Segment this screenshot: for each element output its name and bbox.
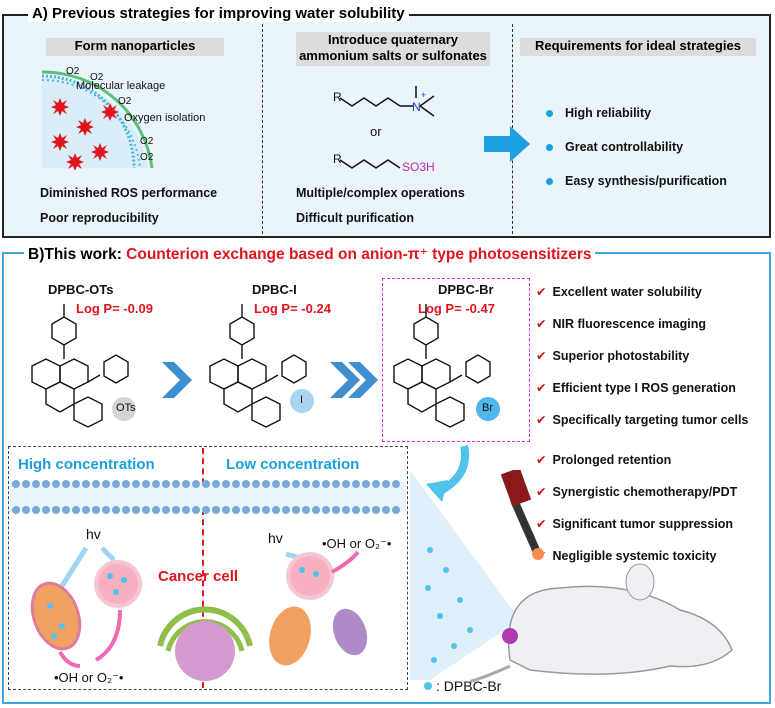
list-item: ✔ Superior photostability [536,348,748,364]
nanoparticle-point1: Diminished ROS performance [40,186,218,200]
list-item: ✔ Significant tumor suppression [536,516,748,532]
anion-label: I [300,394,304,406]
feature-text: Superior photostability [552,349,690,363]
o2-label: O2 [140,136,154,147]
molecule-name: DPBC-I [252,282,297,297]
high-concentration-text: High concentration [18,456,155,473]
divider [262,24,263,234]
molecule-logp: Log P= -0.09 [76,301,153,316]
red-divider [202,448,204,688]
r-group-1: R [333,90,342,104]
list-item: ✔ Specifically targeting tumor cells [536,412,748,428]
bullet-icon [546,143,553,151]
check-icon: ✔ [536,317,547,331]
molecular-leakage-label: Molecular leakage [76,80,166,92]
ros-label: •OH or O₂⁻• [54,670,124,685]
check-icon: ✔ [536,381,547,395]
list-item: ✔ Efficient type I ROS generation [536,380,748,396]
ros-label: •OH or O₂⁻• [322,536,392,551]
panel-b-title: B)This work: Counterion exchange based o… [24,245,596,264]
feature-text: Synergistic chemotherapy/PDT [552,485,738,499]
nanoparticle-illustration [41,70,154,170]
salt-structures: N + [339,86,435,169]
requirements-header: Requirements for ideal strategies [520,38,756,56]
highlight-box [382,278,530,442]
svg-text:N: N [412,100,421,114]
low-concentration-text: Low concentration [226,456,360,473]
feature-text: Excellent water solubility [552,285,702,299]
hv-label: hv [86,526,101,542]
legend: : DPBC-Br [424,678,501,694]
check-icon: ✔ [536,517,547,531]
feature-checklist: ✔ Excellent water solubility ✔ NIR fluores… [536,284,748,564]
list-item: High reliability [546,104,727,122]
molecule-logp: Log P= -0.24 [254,301,331,316]
o2-label: O2 [66,66,80,77]
salt-point2: Difficult purification [296,211,415,225]
list-item: ✔ Excellent water solubility [536,284,748,300]
hv-label: hv [268,530,283,546]
requirement-item: Easy synthesis/purification [565,174,727,188]
oxygen-isolation-label: Oxygen isolation [124,112,206,124]
molecule-name: DPBC-Br [438,282,494,297]
requirement-item: Great controllability [565,140,684,154]
list-item: ✔ Synergistic chemotherapy/PDT [536,484,748,500]
feature-text: Prolonged retention [552,453,672,467]
check-icon: ✔ [536,285,547,299]
check-icon: ✔ [536,413,547,427]
list-item: ✔ NIR fluorescence imaging [536,316,748,332]
list-item: Easy synthesis/purification [546,172,727,190]
right-arrow-icon [484,126,530,162]
o2-label: O2 [90,72,104,83]
check-icon: ✔ [536,453,547,467]
curved-arrow-icon [426,445,469,502]
cell-scene [10,480,406,681]
salt-header-line1: Introduce quaternary [327,32,459,47]
panel-b-title-highlight: Counterion exchange based on anion-π⁺ ty… [126,246,592,263]
feature-text: NIR fluorescence imaging [552,317,706,331]
check-icon: ✔ [536,485,547,499]
salt-header: Introduce quaternary ammonium salts or s… [296,32,490,66]
feature-text: Efficient type I ROS generation [552,381,736,395]
o2-label: O2 [140,152,154,163]
legend-text: : DPBC-Br [436,678,502,694]
list-item: Great controllability [546,138,727,156]
light-beam [410,470,520,680]
feature-text: Negligible systemic toxicity [552,549,717,563]
bullet-icon [546,177,553,185]
salt-point1: Multiple/complex operations [296,186,465,200]
anion-label: Br [482,402,493,414]
nanoparticle-header: Form nanoparticles [46,38,224,56]
mouse-illustration [470,470,733,684]
r-group-2: R [333,152,342,166]
o2-label: O2 [118,96,132,107]
feature-text: Significant tumor suppression [552,517,734,531]
bullet-icon [546,109,553,117]
molecule-structures [31,304,500,428]
high-concentration-label: High concentration [18,456,155,473]
or-label: or [370,124,382,139]
nanoparticle-point2: Poor reproducibility [40,211,159,225]
feature-text: Specifically targeting tumor cells [552,413,749,427]
sulfonate-label: SO3H [402,160,435,174]
cancer-cell-label: Cancer cell [158,568,238,585]
salt-header-line2: ammonium salts or sulfonates [299,48,487,63]
panel-a-title: A) Previous strategies for improving wat… [28,5,409,22]
low-concentration-label: Low concentration [226,456,359,473]
cancer-cell-text: Cancer cell [158,568,239,585]
check-icon: ✔ [536,349,547,363]
requirement-list: High reliability Great controllability E… [546,104,727,190]
requirement-item: High reliability [565,106,652,120]
list-item: ✔ Prolonged retention [536,452,748,468]
dot-icon [424,682,432,690]
molecule-name: DPBC-OTs [48,282,114,297]
molecule-logp: Log P= -0.47 [418,301,495,316]
anion-label: OTs [116,402,136,414]
svg-text:+: + [421,90,426,100]
panel-b-title-prefix: B)This work: [28,246,127,263]
